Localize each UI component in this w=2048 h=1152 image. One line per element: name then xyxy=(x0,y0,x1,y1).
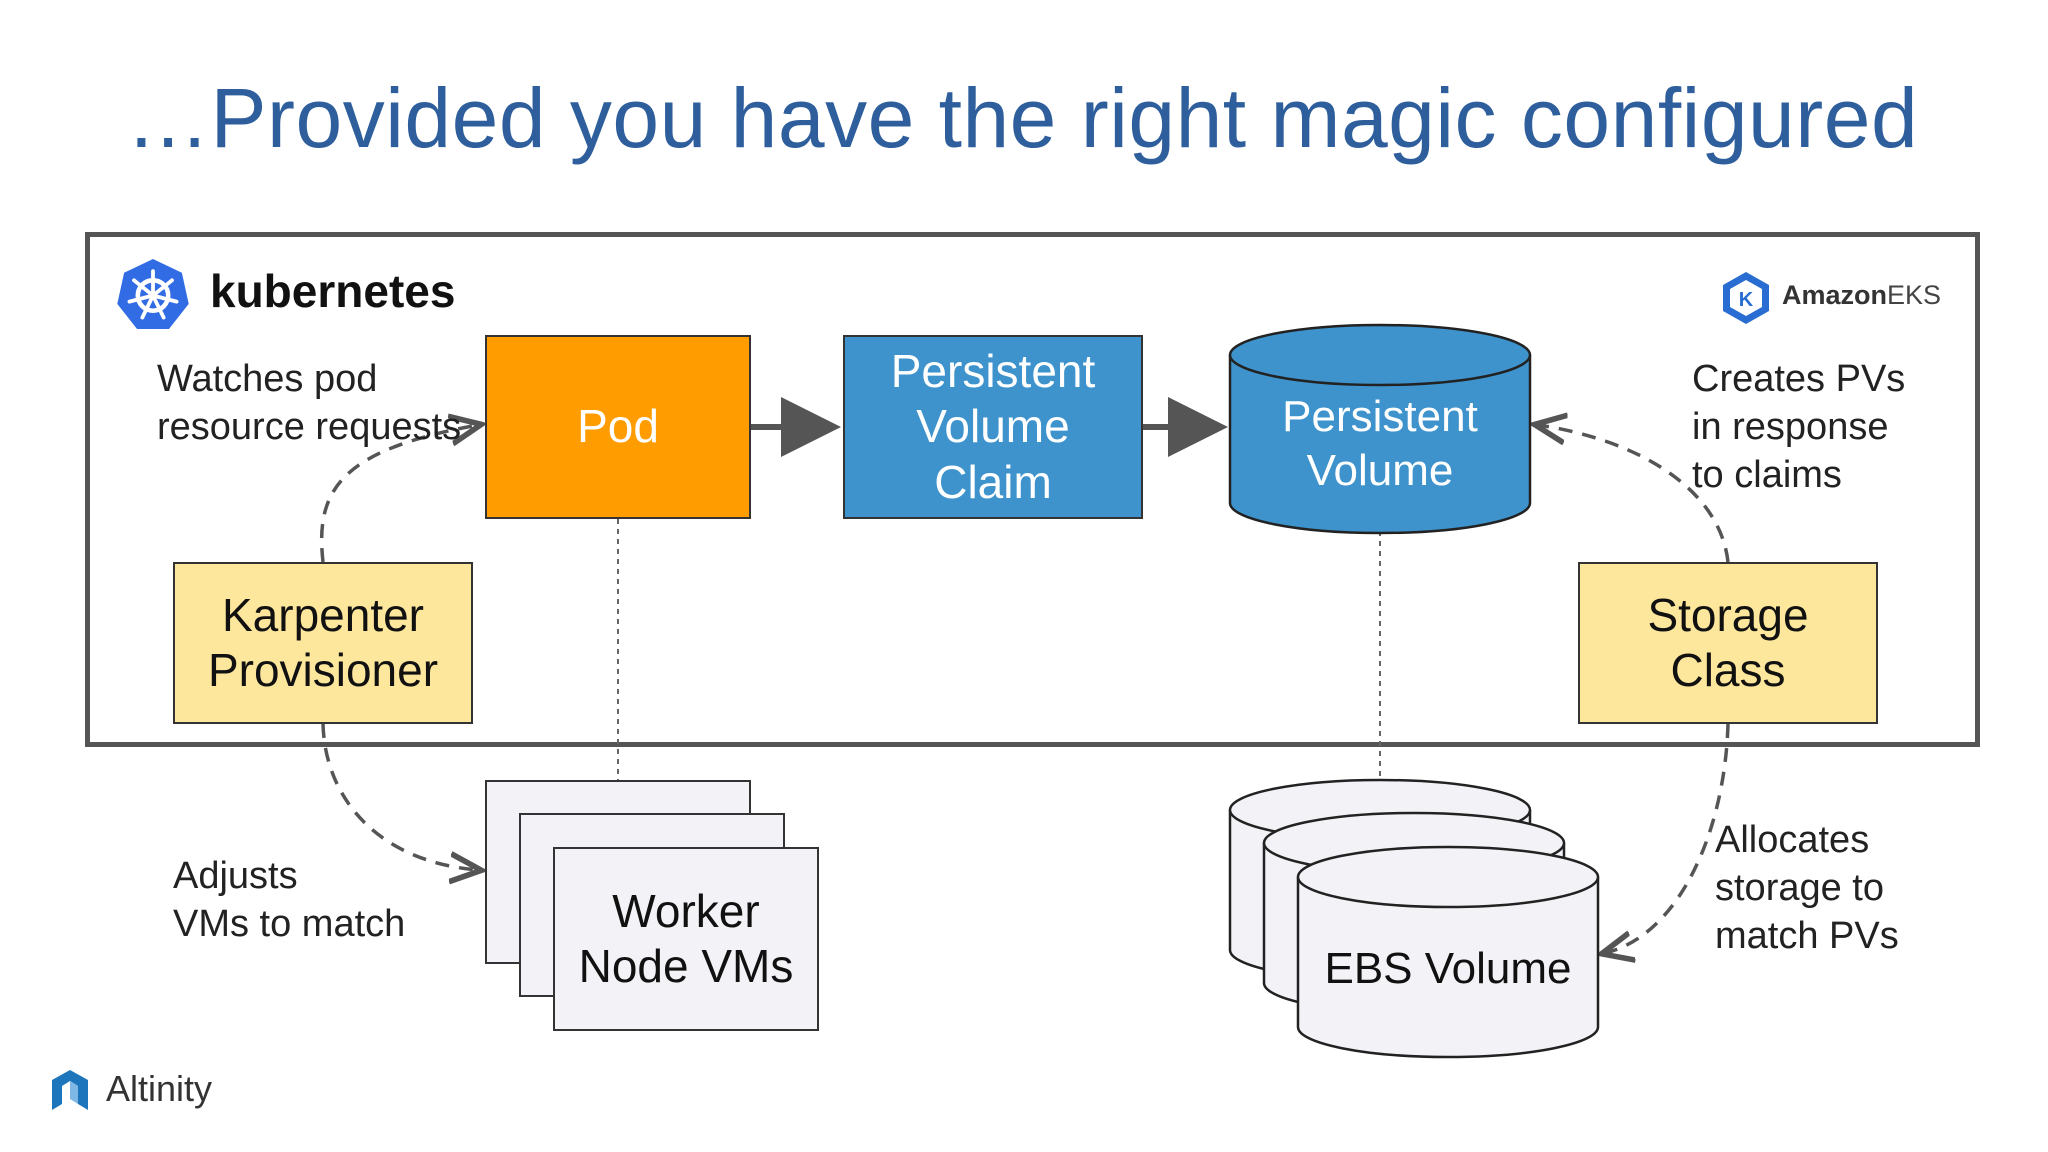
persistent-volume-label: Persistent Volume xyxy=(1230,390,1530,498)
worker-vm-front: Worker Node VMs xyxy=(553,847,819,1031)
altinity-icon xyxy=(52,1070,88,1110)
altinity-wordmark: Altinity xyxy=(106,1068,213,1109)
karpenter-adjusts-vms-arrow xyxy=(321,723,478,870)
kubernetes-icon xyxy=(117,259,189,329)
pv-label-line-1: Persistent xyxy=(1282,392,1478,441)
worker-label-line-1: Worker xyxy=(612,884,760,937)
ebs-volume-label: EBS Volume xyxy=(1324,944,1572,993)
watches-annotation: Watches pod resource requests xyxy=(157,358,462,448)
amazon-eks-icon: K xyxy=(1723,272,1769,324)
karpenter-label-line-2: Provisioner xyxy=(207,644,439,696)
allocates-storage-annotation: Allocates storage to match PVs xyxy=(1715,819,1899,957)
ebs-volume-stack xyxy=(1228,778,1600,1059)
kubernetes-wordmark: kubernetes xyxy=(210,265,456,317)
pv-label-line-2: Volume xyxy=(1306,446,1454,495)
pod-box: Pod xyxy=(485,335,751,519)
pvc-label-line-3: Claim xyxy=(934,455,1052,508)
storageclass-creates-pv-arrow xyxy=(1538,425,1730,563)
persistent-volume-cylinder xyxy=(1228,323,1532,535)
storage-class-box: Storage Class xyxy=(1578,562,1878,724)
pvc-label-line-1: Persistent xyxy=(890,345,1096,398)
amazon-eks-wordmark: AmazonEKS xyxy=(1782,280,1942,310)
persistent-volume-claim-box: Persistent Volume Claim xyxy=(843,335,1143,519)
karpenter-watches-pod-arrow xyxy=(319,425,478,563)
storage-class-label-line-1: Storage xyxy=(1647,588,1809,641)
pvc-label-line-2: Volume xyxy=(916,400,1070,453)
karpenter-label-line-1: Karpenter xyxy=(221,588,424,641)
storageclass-allocates-ebs-arrow xyxy=(1605,723,1730,953)
creates-pvs-annotation: Creates PVs in response to claims xyxy=(1692,358,1906,496)
karpenter-provisioner-box: Karpenter Provisioner xyxy=(173,562,473,724)
kubernetes-cluster-frame xyxy=(85,232,1980,747)
svg-text:K: K xyxy=(1739,289,1754,311)
pod-label: Pod xyxy=(577,400,659,453)
ebs-volume-front xyxy=(1296,845,1600,1059)
storage-class-label-line-2: Class xyxy=(1670,644,1786,696)
worker-label-line-2: Node VMs xyxy=(578,940,794,992)
slide-title: …Provided you have the right magic confi… xyxy=(126,71,1919,165)
adjusts-vms-annotation: Adjusts VMs to match xyxy=(173,855,406,945)
